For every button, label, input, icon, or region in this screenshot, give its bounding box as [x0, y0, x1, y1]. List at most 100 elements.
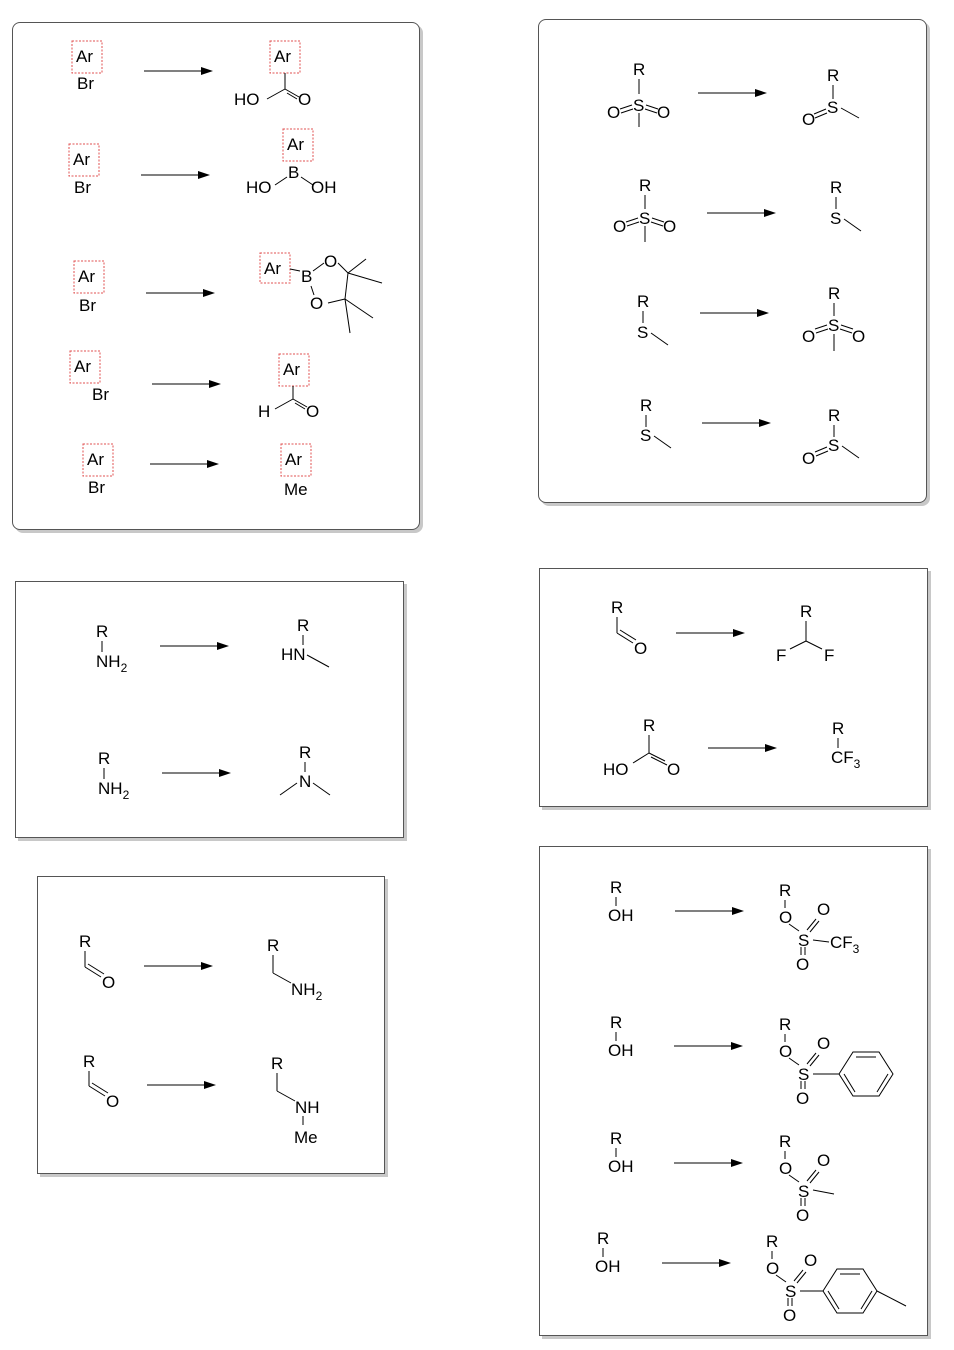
double-bond — [814, 112, 828, 119]
double-bond — [809, 1054, 820, 1067]
o-label: O — [817, 1034, 830, 1053]
aromatic-bond — [876, 1073, 889, 1093]
arrowhead — [759, 419, 771, 427]
br-label: Br — [74, 178, 91, 197]
methyl — [347, 272, 383, 284]
panel-reductive-amination: R O R NH2 R O R NH Me — [37, 876, 385, 1174]
r-label: R — [299, 743, 311, 762]
r-label: R — [832, 719, 844, 738]
bond — [788, 1174, 800, 1183]
methyl — [876, 1290, 907, 1307]
aryl-bromide-scheme: Ar Br Ar HO O Ar Br Ar B HO OH Ar Br Ar … — [68, 40, 383, 499]
o-label: O — [779, 908, 792, 927]
r-label: R — [633, 60, 645, 79]
panel-amine: R NH2 R HN R NH2 R N — [15, 581, 404, 838]
ar-highlight-box — [73, 260, 105, 294]
double-bond — [87, 963, 105, 975]
o-label: O — [783, 1306, 796, 1325]
s-label: S — [798, 1182, 809, 1201]
bond — [274, 398, 294, 410]
r-label: R — [827, 66, 839, 85]
r-label: R — [610, 878, 622, 897]
double-bond — [648, 752, 666, 762]
double-bond — [284, 88, 300, 98]
r-label: R — [611, 598, 623, 617]
methyl — [344, 298, 374, 319]
o-label: O — [802, 110, 815, 129]
benzene-ring — [822, 1268, 878, 1314]
ar-label: Ar — [285, 450, 302, 469]
bond — [276, 1090, 296, 1102]
cf3-label: CF3 — [830, 933, 860, 956]
oh-label: OH — [311, 178, 337, 197]
r-label: R — [643, 716, 655, 735]
arrowhead — [733, 629, 745, 637]
ho-label: HO — [234, 90, 260, 109]
r-label: R — [98, 749, 110, 768]
r-label: R — [830, 178, 842, 197]
double-bond — [294, 402, 306, 410]
arrowhead — [201, 67, 213, 75]
bond — [310, 285, 315, 296]
o-label: O — [852, 327, 865, 346]
s-label: S — [827, 98, 838, 117]
r-label: R — [610, 1013, 622, 1032]
ar-highlight-box — [69, 350, 101, 384]
ar-highlight-box — [68, 143, 100, 177]
h-label: H — [258, 402, 270, 421]
o-label: O — [667, 760, 680, 779]
arrowhead — [719, 1259, 731, 1267]
double-bond — [645, 104, 659, 110]
arrowhead — [731, 1042, 743, 1050]
bond — [337, 262, 349, 274]
double-bond — [625, 217, 639, 223]
double-bond — [809, 1171, 820, 1184]
methyl — [840, 107, 860, 119]
arrowhead — [219, 769, 231, 777]
double-bond — [91, 1082, 109, 1094]
fluorination-scheme: R O R F F R HO O R CF3 — [603, 598, 861, 779]
r-label: R — [639, 176, 651, 195]
ar-label: Ar — [274, 47, 291, 66]
s-label: S — [785, 1282, 796, 1301]
sulfur-scheme: R S O O R S O R S O O R S R S R S O O R … — [607, 60, 865, 468]
double-bond — [651, 217, 665, 223]
s-label: S — [639, 209, 650, 228]
o-label: O — [657, 103, 670, 122]
bond — [289, 268, 301, 272]
r-label: R — [79, 932, 91, 951]
s-label: S — [828, 436, 839, 455]
ar-label: Ar — [264, 259, 281, 278]
panel-sulfonate: R OH R O S O O CF3 R OH R O S O O R OH R… — [539, 846, 928, 1336]
double-bond — [814, 324, 828, 330]
s-label: S — [633, 96, 644, 115]
arrowhead — [203, 289, 215, 297]
benzene-ring — [838, 1051, 894, 1097]
br-label: Br — [77, 74, 94, 93]
double-bond — [286, 92, 298, 100]
r-label: R — [267, 936, 279, 955]
r-label: R — [779, 1015, 791, 1034]
r-label: R — [96, 622, 108, 641]
double-bond — [650, 221, 664, 227]
ho-label: HO — [603, 760, 629, 779]
o-label: O — [796, 1089, 809, 1108]
double-bond — [626, 221, 640, 227]
o-label: O — [817, 1151, 830, 1170]
methyl — [347, 258, 367, 274]
br-label: Br — [88, 478, 105, 497]
me-label: Me — [294, 1128, 318, 1147]
ar-highlight-box — [282, 128, 314, 162]
double-bond — [813, 108, 827, 115]
nh2-label: NH2 — [291, 980, 323, 1003]
r-label: R — [271, 1054, 283, 1073]
ar-label: Ar — [73, 150, 90, 169]
o-label: O — [804, 1251, 817, 1270]
r-label: R — [779, 881, 791, 900]
arrowhead — [731, 1159, 743, 1167]
ar-label: Ar — [87, 450, 104, 469]
bond — [312, 262, 325, 272]
r-label: R — [800, 602, 812, 621]
s-label: S — [637, 323, 648, 342]
aromatic-bond — [860, 1290, 873, 1310]
